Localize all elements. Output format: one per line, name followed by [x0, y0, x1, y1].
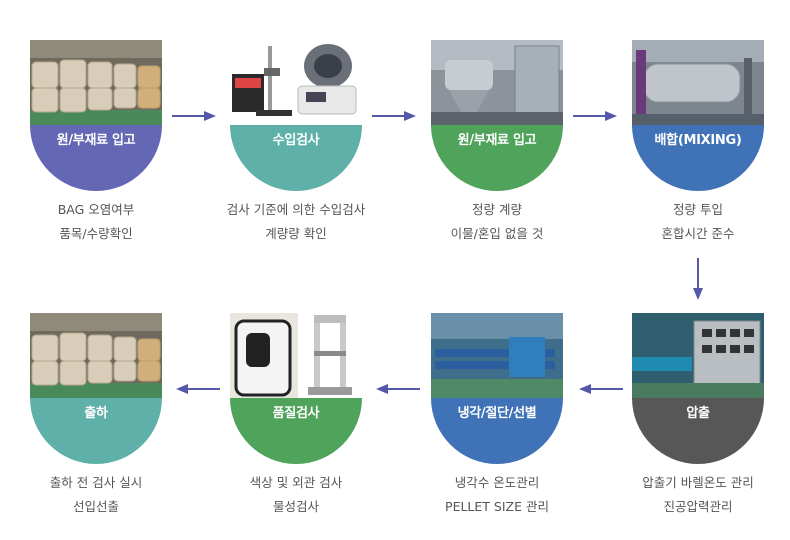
step-desc-line: 물성검사 — [272, 499, 319, 514]
step-desc-line: 검사 기준에 의한 수입검사 — [226, 202, 366, 217]
step-description: 정량 투입 혼합시간 준수 — [598, 198, 790, 246]
step-label: 원/부재료 입고 — [457, 132, 537, 148]
step-label-shape: 원/부재료 입고 — [30, 125, 162, 191]
arrow-right-icon — [573, 111, 617, 121]
inspection-instruments-photo — [230, 40, 362, 125]
cooling-cutting-line-photo — [431, 313, 563, 398]
step-label-shape: 원/부재료 입고 — [431, 125, 563, 191]
step-label: 압출 — [686, 405, 710, 421]
step-label-shape: 품질검사 — [230, 398, 362, 464]
arrow-right-icon — [372, 111, 416, 121]
step-label-shape: 냉각/절단/선별 — [431, 398, 563, 464]
step-desc-line: 혼합시간 준수 — [661, 226, 735, 241]
arrow-right-icon — [172, 111, 216, 121]
step-desc-line: 이물/혼입 없을 것 — [450, 226, 544, 241]
quality-testing-machines-photo — [230, 313, 362, 398]
shipping-bags-photo — [30, 313, 162, 398]
arrow-left-icon — [376, 384, 420, 394]
arrow-down-icon — [693, 258, 703, 300]
step-label: 품질검사 — [272, 405, 320, 421]
step-label: 수입검사 — [272, 132, 320, 148]
step-desc-line: 선입선출 — [72, 499, 119, 514]
step-description: 출하 전 검사 실시 선입선출 — [0, 471, 196, 519]
step-desc-line: 진공압력관리 — [663, 499, 733, 514]
arrow-left-icon — [176, 384, 220, 394]
step-label-shape: 배합(MIXING) — [632, 125, 764, 191]
step-desc-line: 냉각수 온도관리 — [454, 475, 540, 490]
step-label: 배합(MIXING) — [654, 132, 742, 148]
mixing-machine-photo — [632, 40, 764, 125]
step-desc-line: BAG 오염여부 — [57, 202, 135, 217]
step-desc-line: PELLET SIZE 관리 — [445, 499, 549, 514]
step-label-shape: 수입검사 — [230, 125, 362, 191]
step-description: 정량 계량 이물/혼입 없을 것 — [397, 198, 597, 246]
step-desc-line: 압출기 바렐온도 관리 — [642, 475, 754, 490]
step-label: 출하 — [84, 405, 108, 421]
weighing-room-photo — [431, 40, 563, 125]
step-desc-line: 품목/수량확인 — [59, 226, 133, 241]
arrow-left-icon — [579, 384, 623, 394]
step-label: 원/부재료 입고 — [56, 132, 136, 148]
step-desc-line: 정량 투입 — [673, 202, 723, 217]
step-desc-line: 계량량 확인 — [265, 226, 327, 241]
step-description: 색상 및 외관 검사 물성검사 — [196, 471, 396, 519]
step-label: 냉각/절단/선별 — [457, 405, 537, 421]
step-description: 압출기 바렐온도 관리 진공압력관리 — [598, 471, 790, 519]
step-description: 냉각수 온도관리 PELLET SIZE 관리 — [397, 471, 597, 519]
warehouse-bags-photo — [30, 40, 162, 125]
step-desc-line: 정량 계량 — [472, 202, 522, 217]
step-description: BAG 오염여부 품목/수량확인 — [0, 198, 196, 246]
step-desc-line: 색상 및 외관 검사 — [249, 475, 343, 490]
step-label-shape: 압출 — [632, 398, 764, 464]
extruder-control-panel-photo — [632, 313, 764, 398]
step-label-shape: 출하 — [30, 398, 162, 464]
step-description: 검사 기준에 의한 수입검사 계량량 확인 — [196, 198, 396, 246]
step-desc-line: 출하 전 검사 실시 — [49, 475, 143, 490]
